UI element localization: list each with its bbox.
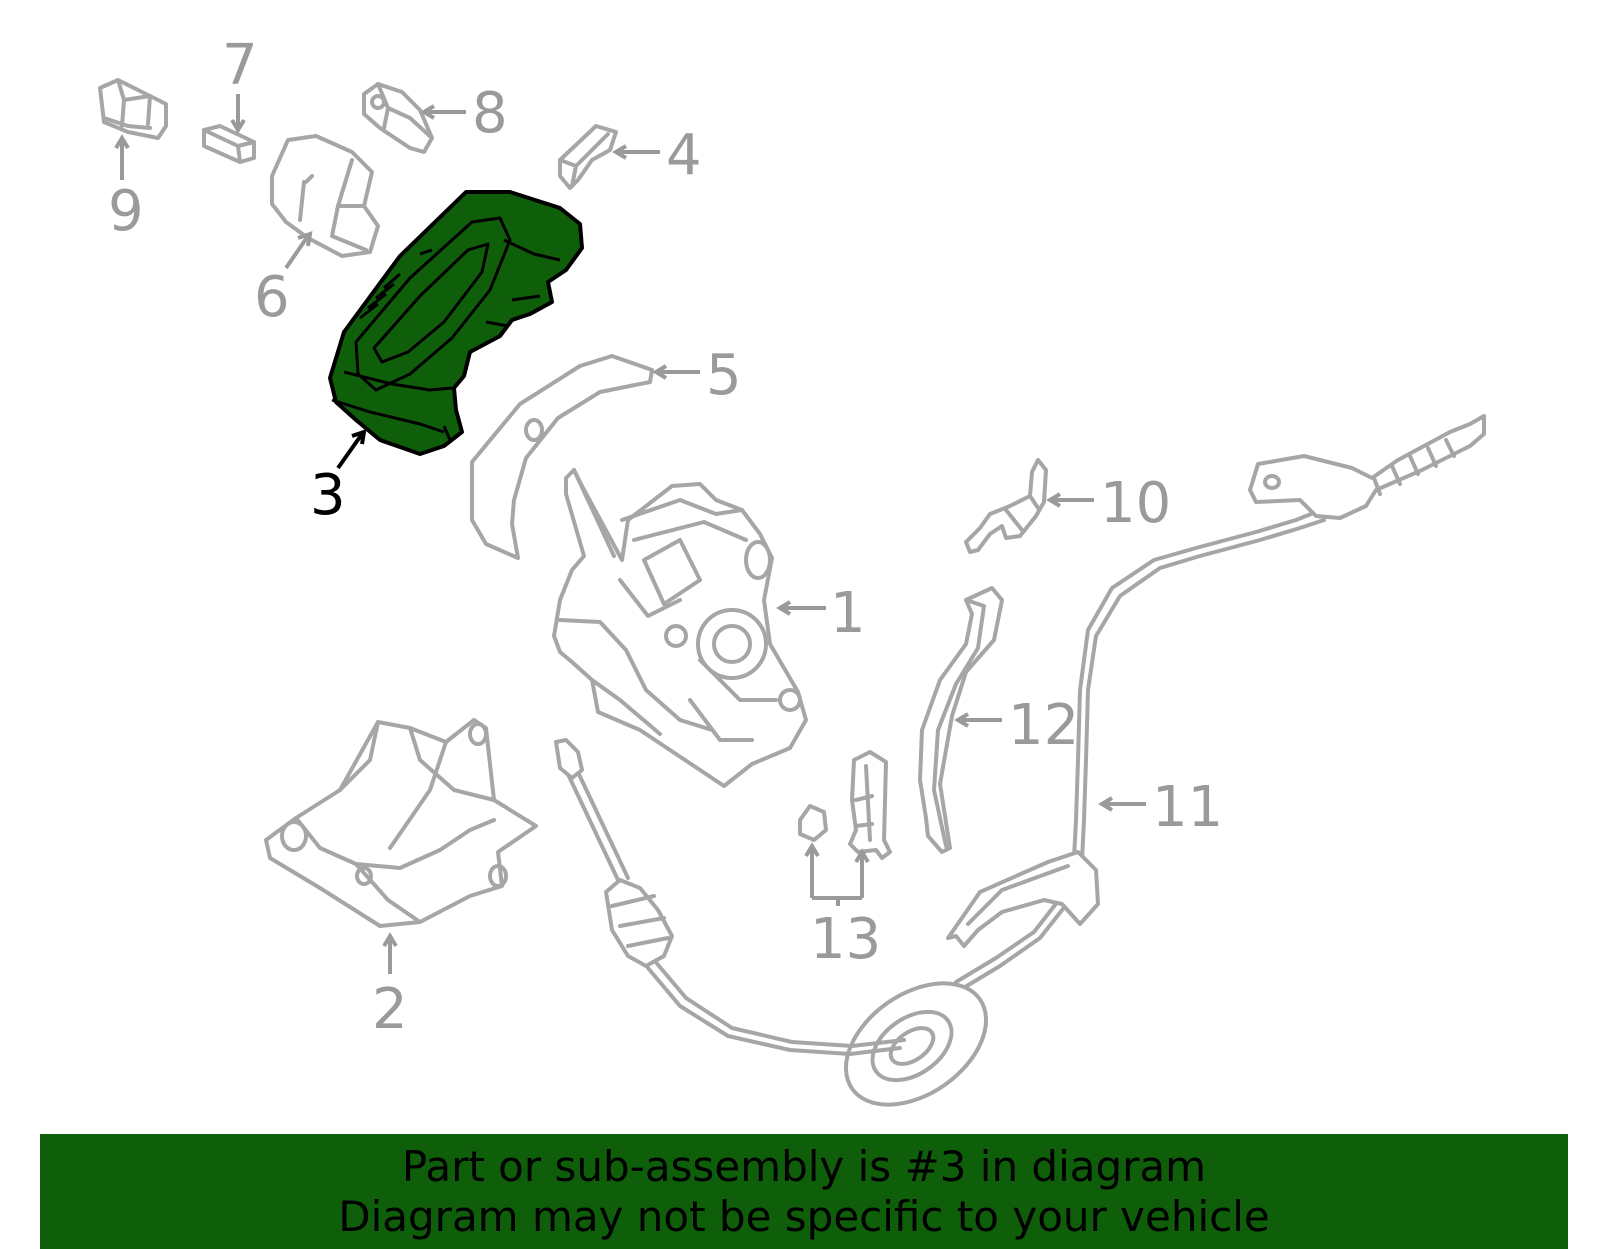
part-13-pin[interactable]	[798, 804, 828, 842]
part-10-sensor[interactable]	[964, 458, 1048, 554]
part-6-shift-knob[interactable]	[270, 134, 380, 258]
callout-8: 8	[472, 81, 508, 146]
part-2-base-bracket[interactable]	[264, 718, 538, 928]
leader-12	[954, 712, 1002, 728]
callout-12: 12	[1008, 693, 1079, 758]
part-12-bracket[interactable]	[918, 586, 1004, 854]
part-9-knob-cap[interactable]	[98, 78, 168, 140]
leader-1	[776, 600, 826, 616]
callout-1: 1	[830, 581, 866, 646]
callout-9: 9	[108, 179, 144, 244]
callout-5: 5	[706, 343, 742, 408]
part-7-insert[interactable]	[202, 124, 256, 164]
part-8-clip[interactable]	[362, 82, 434, 154]
leader-10	[1046, 492, 1094, 508]
leader-2	[382, 932, 398, 974]
leader-4	[612, 144, 660, 160]
leader-13	[804, 842, 870, 906]
callout-13: 13	[810, 907, 881, 972]
leader-3	[336, 429, 367, 470]
part-1-shifter-assembly[interactable]	[552, 468, 808, 788]
part-11-cable[interactable]	[554, 414, 1486, 1130]
banner-line-1: Part or sub-assembly is #3 in diagram	[401, 1141, 1207, 1191]
banner-line-2: Diagram may not be specific to your vehi…	[338, 1191, 1270, 1241]
callout-4: 4	[666, 123, 702, 188]
part-5-arc-guide[interactable]	[470, 354, 654, 560]
part-3-shifter-bezel[interactable]	[328, 190, 584, 456]
leader-6	[284, 231, 313, 270]
leader-5	[652, 364, 700, 380]
leader-9	[114, 134, 130, 180]
callout-7: 7	[222, 33, 258, 98]
info-banner: Part or sub-assembly is #3 in diagram Di…	[40, 1134, 1568, 1249]
leader-7	[230, 94, 246, 134]
part-4-bracket[interactable]	[558, 124, 618, 190]
leader-8	[420, 104, 466, 120]
callout-3: 3	[310, 463, 346, 528]
callout-6: 6	[254, 265, 290, 330]
callout-11: 11	[1152, 775, 1223, 840]
callout-2: 2	[372, 977, 408, 1042]
leader-11	[1098, 796, 1146, 812]
part-13-clip[interactable]	[848, 750, 892, 860]
callout-10: 10	[1100, 471, 1171, 536]
